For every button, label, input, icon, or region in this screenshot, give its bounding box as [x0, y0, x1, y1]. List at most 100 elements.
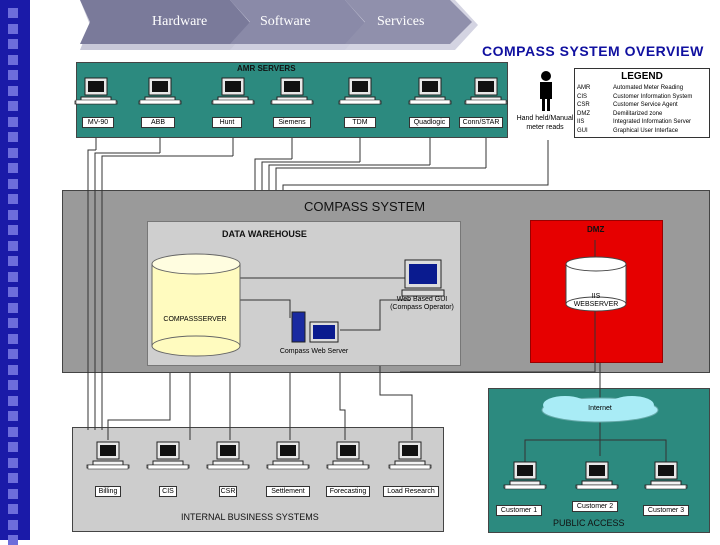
dmz-cylinder-bottom	[565, 296, 627, 312]
wire-internet-c1	[524, 418, 601, 462]
customer-connector	[504, 484, 546, 490]
wire-tdm	[261, 161, 360, 190]
page-title: COMPASS SYSTEM OVERVIEW	[482, 43, 704, 59]
legend-desc: Customer Service Agent	[613, 102, 678, 108]
tab-services[interactable]: Services	[377, 14, 425, 29]
internal-system-connector	[389, 464, 431, 470]
strip-square	[8, 302, 18, 313]
internet-cloud-puff	[610, 396, 654, 414]
legend-abbr: AMR	[577, 85, 591, 91]
amr-server-computer-screen	[152, 81, 168, 92]
strip-square	[8, 473, 18, 483]
tab-software[interactable]: Software	[260, 14, 311, 29]
wire-quadlogic	[268, 164, 430, 190]
legend-abbr: CSR	[577, 102, 590, 108]
strip-square	[8, 132, 18, 142]
handheld-line2: meter reads	[526, 124, 564, 131]
amr-server-label: TDM	[344, 117, 376, 128]
strip-square	[8, 411, 18, 421]
strip-square	[8, 147, 18, 158]
person-leg-icon	[542, 98, 545, 111]
strip-square	[8, 23, 18, 34]
legend-abbr: DMZ	[577, 110, 590, 117]
amr-server-computer-screen	[422, 81, 438, 92]
internal-system-label: Forecasting	[326, 486, 370, 497]
strip-square	[8, 54, 18, 65]
db-cylinder-body	[151, 263, 241, 347]
customer-computer-screen	[658, 465, 674, 476]
amr-server-connector	[75, 99, 117, 105]
strip-square	[8, 116, 18, 127]
strip-square	[8, 488, 18, 499]
person-leg-icon	[547, 98, 550, 111]
dmz-caption-line1: IIS	[591, 293, 601, 300]
internal-system-connector	[207, 464, 249, 470]
wire-hunt	[101, 155, 233, 430]
tab-hardware[interactable]: Hardware	[152, 14, 208, 29]
customer-computer-screen	[589, 465, 605, 476]
strip-square	[8, 8, 18, 18]
strip-square	[8, 194, 18, 204]
compass-system-title: COMPASS SYSTEM	[304, 199, 426, 214]
amr-server-label: Conn/STAR	[459, 117, 503, 128]
internal-system-computer-screen	[100, 445, 116, 456]
gui-caption-line1: Web Based GUI	[396, 296, 448, 303]
legend-title: LEGEND	[621, 71, 663, 82]
amr-server-computer-screen	[478, 81, 494, 92]
internal-system-connector	[327, 464, 369, 470]
amr-server-label: ABB	[141, 117, 175, 128]
strip-square	[8, 349, 18, 359]
internal-system-label: CIS	[159, 486, 177, 497]
wire-web-gui	[340, 299, 410, 331]
amr-server-computer-screen	[352, 81, 368, 92]
amr-server-connector	[339, 99, 381, 105]
strip-square	[8, 39, 18, 49]
nav-arrow-services-front	[345, 0, 472, 44]
amr-server-connector	[271, 99, 313, 105]
strip-square	[8, 318, 18, 328]
amr-server-computer-screen	[284, 81, 300, 92]
internal-system-computer-screen	[160, 445, 176, 456]
amr-server-label: Quadlogic	[409, 117, 450, 128]
wire-internet-c3	[600, 439, 667, 462]
customer-label: Customer 3	[643, 505, 689, 516]
db-cylinder-top	[151, 253, 241, 275]
internal-system-label: Load Research	[383, 486, 439, 497]
legend-desc: Customer Information System	[613, 93, 693, 100]
web-server-tower-icon	[291, 311, 306, 343]
internet-cloud-puff	[543, 396, 587, 414]
legend-desc: Demilitarized zone	[613, 110, 663, 117]
nav-arrows	[80, 0, 478, 50]
amr-server-computer-screen	[88, 81, 104, 92]
strip-square	[8, 178, 18, 189]
legend-abbr: CIS	[577, 93, 588, 100]
amr-server-connector	[465, 99, 507, 105]
strip-square	[8, 442, 18, 452]
strip-square	[8, 271, 18, 282]
customer-label: Customer 2	[572, 501, 618, 512]
strip-square	[8, 380, 18, 390]
handheld-caption: Hand held/Manual meter reads	[512, 114, 578, 132]
legend-row: CSR Customer Service Agent	[577, 102, 678, 109]
wire-handheld	[282, 140, 549, 190]
nav-arrow-software-front	[230, 0, 378, 44]
gui-screen	[409, 264, 437, 284]
wire-siemens	[254, 158, 292, 190]
wire-forecasting	[339, 373, 346, 440]
wire-db-webserver	[240, 299, 291, 318]
dmz-title: DMZ	[587, 225, 605, 234]
wire-connstar	[275, 167, 486, 190]
internal-system-computer-screen	[220, 445, 236, 456]
web-server-screen	[313, 325, 335, 339]
internal-system-computer-screen	[280, 445, 296, 456]
strip-square	[8, 395, 18, 406]
strip-square	[8, 333, 18, 344]
legend-desc: Graphical User Interface	[613, 127, 679, 134]
internal-business-systems-title: INTERNAL BUSINESS SYSTEMS	[181, 512, 319, 522]
handheld-line1: Hand held/Manual	[516, 115, 574, 122]
amr-server-connector	[139, 99, 181, 105]
internal-system-computer-screen	[340, 445, 356, 456]
customer-computer-screen	[517, 465, 533, 476]
person-head-icon	[541, 71, 551, 81]
